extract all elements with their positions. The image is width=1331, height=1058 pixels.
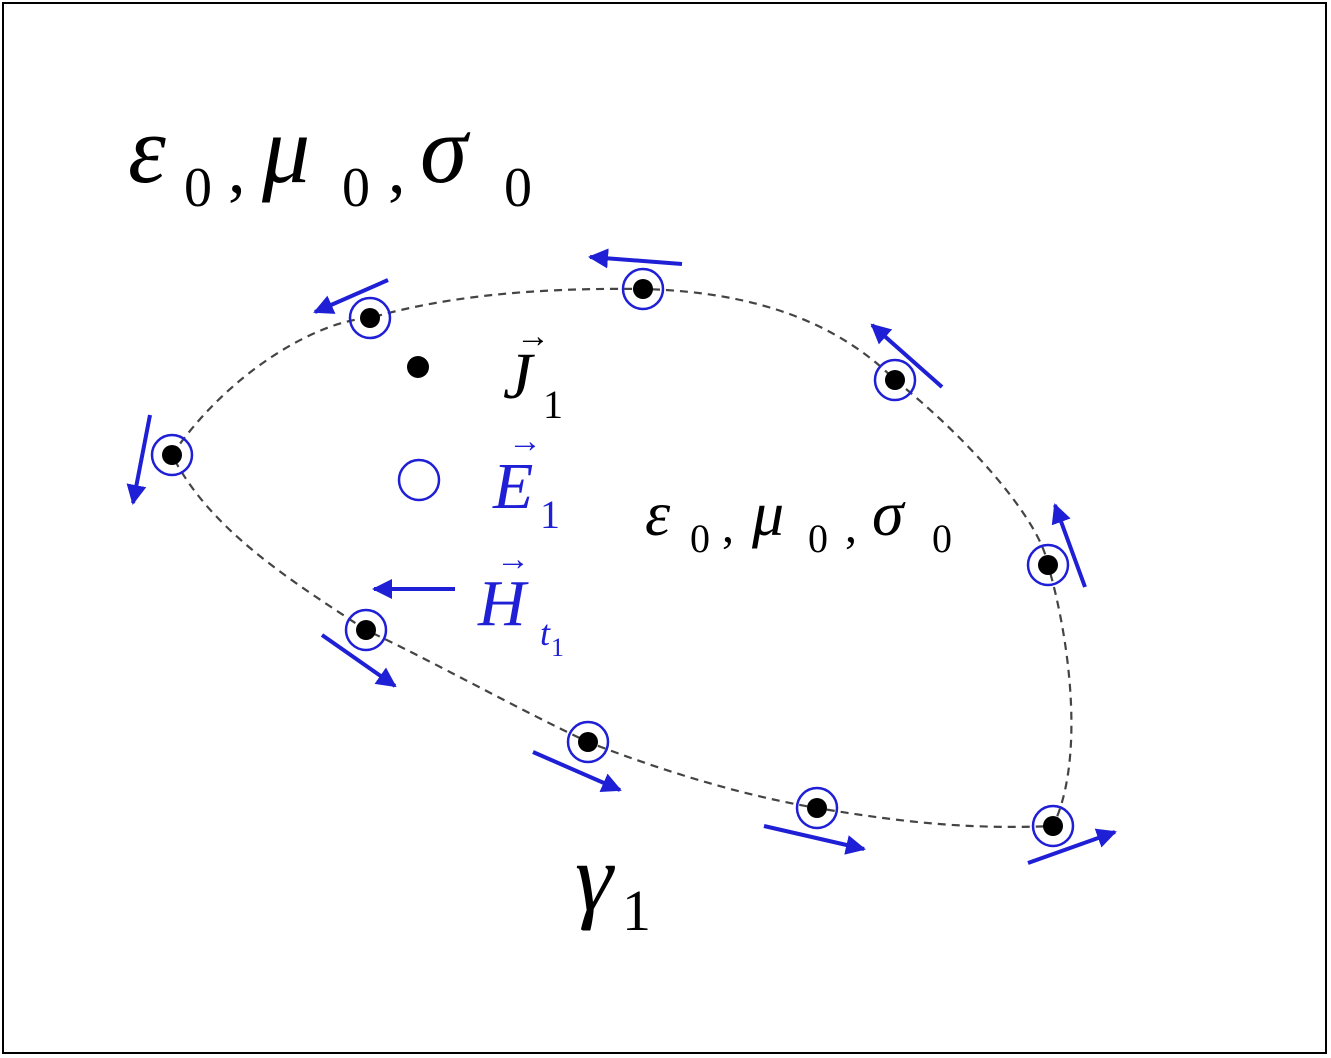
- legend-current-subscript: 1: [543, 382, 563, 427]
- legend-current-symbol: J: [503, 340, 535, 413]
- tangential-h-arrows: [126, 248, 1117, 865]
- inner-medium-label: ε 0 , μ 0 , σ 0: [645, 478, 952, 561]
- h-arrow: [763, 824, 866, 855]
- legend-current-arrow: →: [516, 318, 550, 355]
- legend-magnetic-arrow: →: [496, 541, 530, 578]
- h-arrow: [588, 248, 683, 269]
- inner-mu-subscript: 0: [808, 516, 828, 561]
- inner-mu-symbol: μ: [751, 478, 784, 549]
- contour-gamma-subscript: 1: [622, 878, 651, 943]
- outer-separator-2: ,: [388, 131, 406, 208]
- legend-magnetic: → H t 1: [372, 541, 564, 662]
- legend-electric-arrow: →: [508, 423, 542, 460]
- boundary-contour: [170, 287, 1073, 828]
- legend-magnetic-symbol: H: [477, 567, 529, 640]
- inner-separator-1: ,: [722, 500, 734, 553]
- contour-gamma-symbol: γ: [575, 824, 615, 931]
- outer-mu-subscript: 0: [342, 157, 370, 219]
- h-arrow: [870, 323, 944, 389]
- legend-magnetic-subscript: t: [540, 613, 551, 653]
- outer-epsilon-symbol: ε: [128, 96, 166, 203]
- boundary-point: [344, 608, 388, 652]
- legend-electric-symbol: E: [492, 450, 533, 523]
- boundary-point: [795, 786, 839, 830]
- inner-sigma-subscript: 0: [932, 516, 952, 561]
- boundary-point: [873, 358, 917, 402]
- outer-medium-label: ε 0 , μ 0 , σ 0: [128, 96, 532, 219]
- outer-mu-symbol: μ: [261, 96, 310, 203]
- legend-electric-subscript: 1: [540, 492, 560, 537]
- boundary-point: [1026, 543, 1070, 587]
- h-arrow: [320, 633, 397, 688]
- inner-separator-2: ,: [845, 500, 857, 553]
- h-arrow: [1051, 503, 1087, 588]
- outer-separator-1: ,: [228, 131, 246, 208]
- inner-epsilon-subscript: 0: [690, 516, 710, 561]
- boundary-point: [566, 720, 610, 764]
- boundary-point: [348, 296, 392, 340]
- h-arrow: [532, 750, 622, 792]
- inner-sigma-symbol: σ: [872, 478, 906, 549]
- h-arrow: [313, 278, 389, 314]
- legend-magnetic-sub-subscript: 1: [551, 633, 564, 662]
- inner-epsilon-symbol: ε: [645, 478, 671, 549]
- boundary-points: [150, 267, 1075, 848]
- outer-sigma-symbol: σ: [420, 96, 471, 203]
- boundary-point: [1031, 804, 1075, 848]
- boundary-point: [621, 267, 665, 311]
- h-arrow: [126, 414, 152, 505]
- contour-label: γ 1: [575, 824, 651, 943]
- legend-current-dot: [407, 356, 429, 378]
- legend-electric-circle: [397, 458, 441, 502]
- legend-current: → J 1: [407, 318, 563, 427]
- h-arrow: [1027, 828, 1117, 865]
- legend-electric: → E 1: [397, 423, 560, 537]
- outer-sigma-subscript: 0: [504, 157, 532, 219]
- outer-epsilon-subscript: 0: [184, 157, 212, 219]
- boundary-point: [150, 433, 194, 477]
